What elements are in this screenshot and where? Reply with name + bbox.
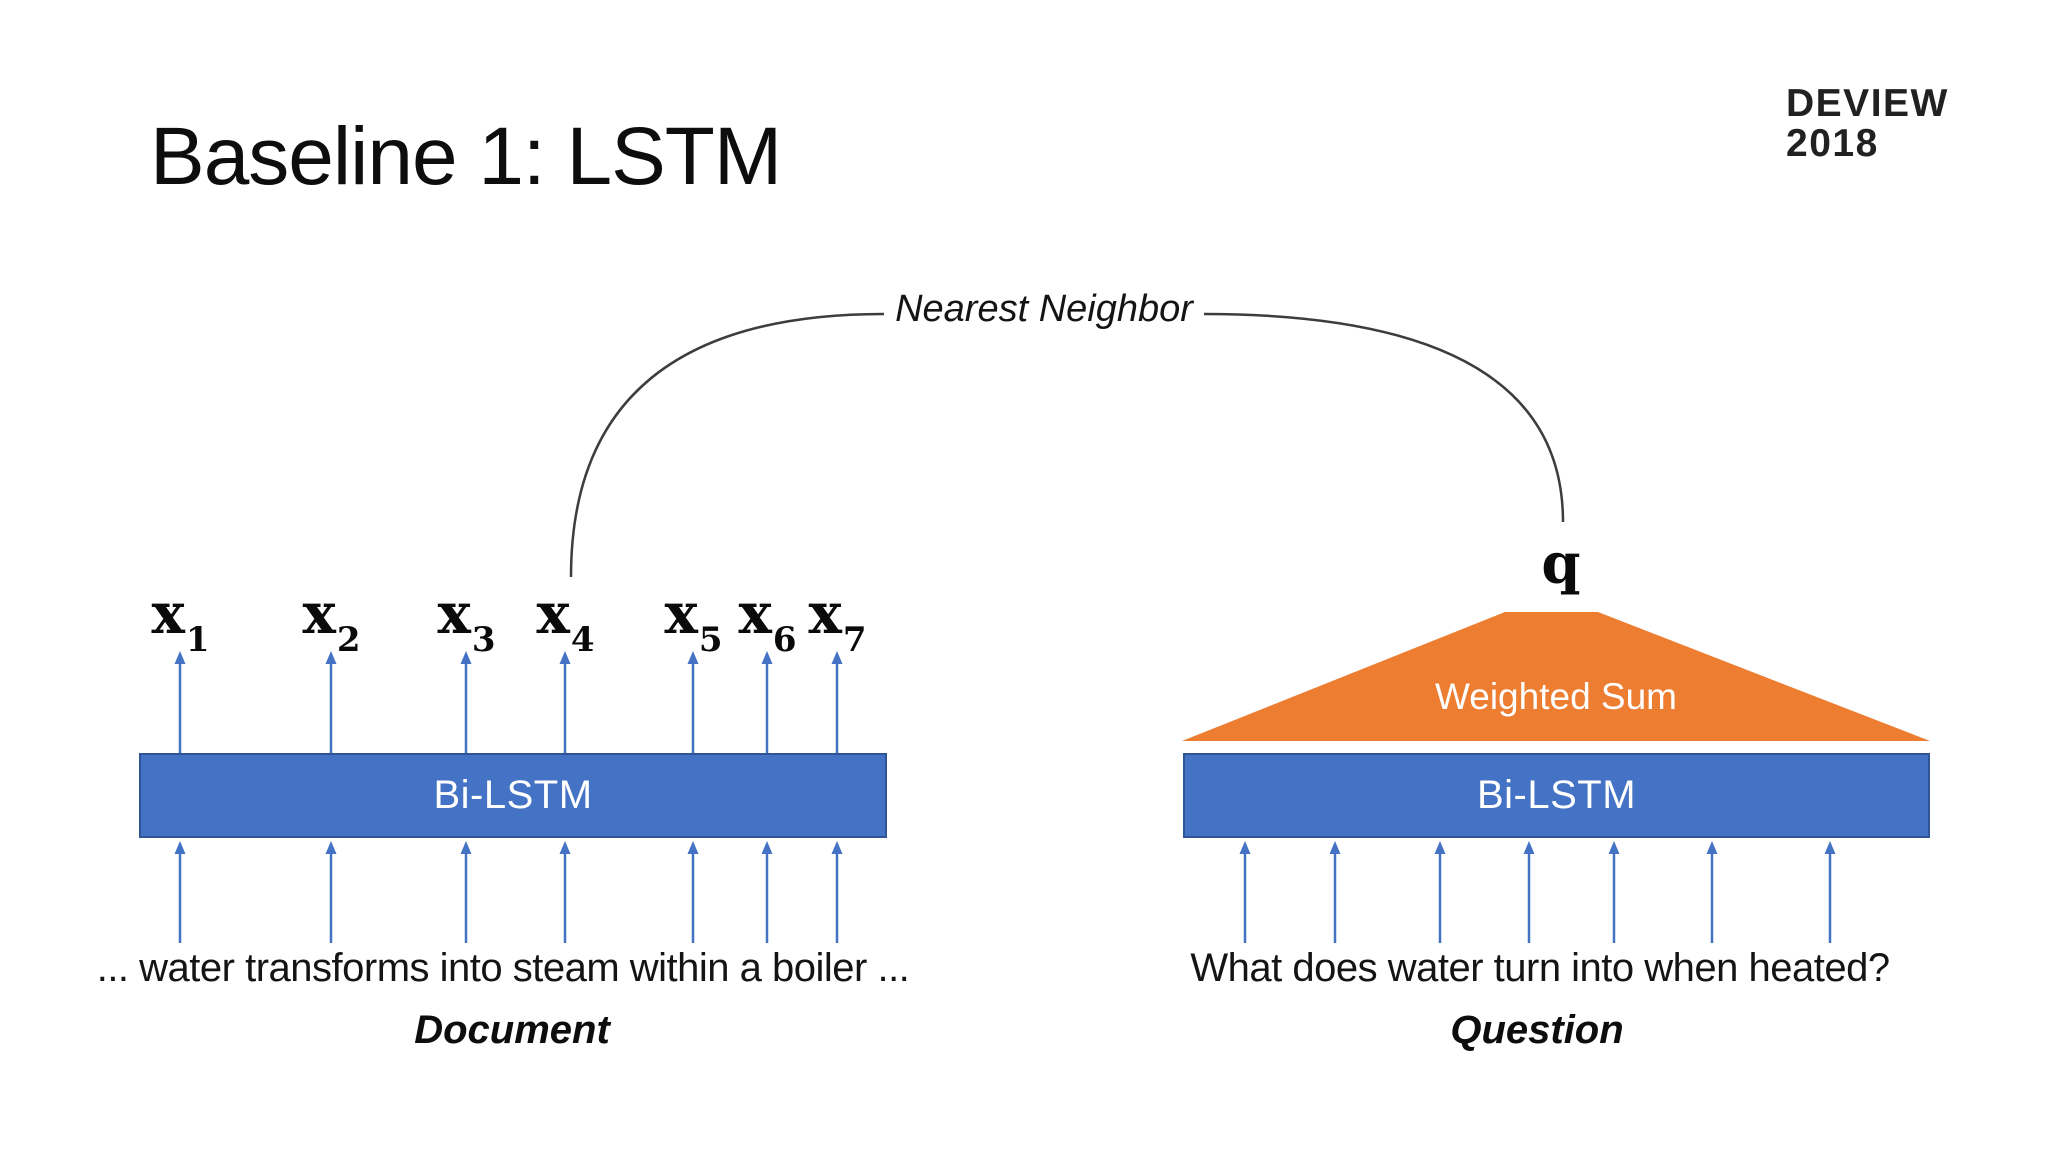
page-title: Baseline 1: LSTM [150,111,782,202]
up-arrow [559,651,571,753]
document-token-label: x7 [808,581,867,661]
up-arrow [1608,841,1620,943]
document-caption: Document [414,1008,610,1052]
up-arrow [325,651,337,753]
up-arrow [831,841,843,943]
up-arrow [687,651,699,753]
question-vector-label: q [1541,531,1581,597]
document-token-label: x1 [151,581,210,661]
up-arrow [761,651,773,753]
weighted-sum-label: Weighted Sum [1435,676,1677,717]
question-sentence: What does water turn into when heated? [1190,946,1890,990]
connector-curve-left [569,312,885,578]
up-arrow [831,651,843,753]
document-token-label: x6 [738,581,797,661]
up-arrow [174,841,186,943]
document-token-label: x5 [664,581,723,661]
up-arrow [1824,841,1836,943]
question-caption: Question [1450,1008,1624,1052]
arrow-layer [174,651,1836,943]
up-arrow [174,651,186,753]
up-arrow [325,841,337,943]
up-arrow [1329,841,1341,943]
document-sentence: ... water transforms into steam within a… [96,946,910,990]
up-arrow [761,841,773,943]
up-arrow [1434,841,1446,943]
logo-line1: DEVIEW [1786,82,1949,125]
document-bilstm-label: Bi-LSTM [433,773,593,817]
weighted-sum-shape [1182,612,1930,741]
up-arrow [1523,841,1535,943]
up-arrow [460,841,472,943]
up-arrow [1706,841,1718,943]
up-arrow [687,841,699,943]
document-token-label: x2 [302,581,361,661]
up-arrow [1239,841,1251,943]
nearest-neighbor-label: Nearest Neighbor [895,288,1193,330]
document-token-label: x3 [437,581,496,661]
question-bilstm-label: Bi-LSTM [1476,773,1637,817]
document-token-label: x4 [536,581,595,661]
document-bilstm-block: Bi-LSTM [139,753,887,838]
up-arrow [460,651,472,753]
logo-line2: 2018 [1786,122,1879,165]
connector-curve-right [1203,312,1565,523]
question-bilstm-block: Bi-LSTM [1183,753,1930,838]
up-arrow [559,841,571,943]
deview-2018-logo: DEVIEW 2018 [1786,84,1949,164]
